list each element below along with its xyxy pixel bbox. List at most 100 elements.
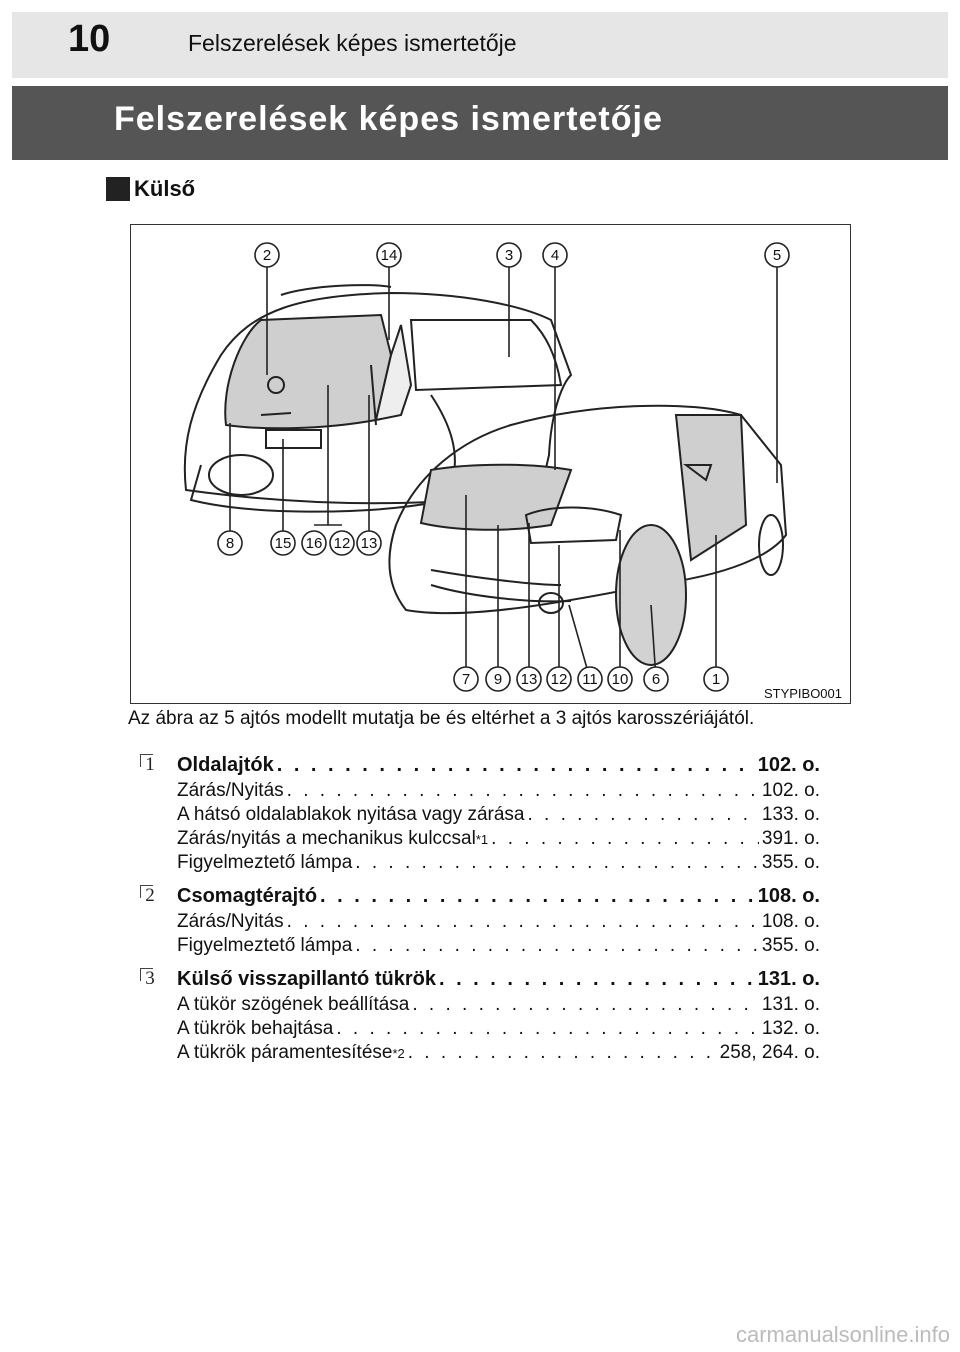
reference-list: 1 Oldalajtók 102. o. Zárás/Nyitás 102. o… <box>140 752 820 1073</box>
figure-caption: Az ábra az 5 ajtós modellt mutatja be és… <box>128 708 755 729</box>
item-label: Figyelmeztető lámpa <box>177 852 353 873</box>
page-reference: 131. o. <box>761 994 820 1015</box>
svg-text:12: 12 <box>551 671 568 688</box>
page-reference: 133. o. <box>761 804 820 825</box>
leader-dots <box>277 752 755 779</box>
svg-text:11: 11 <box>582 671 598 688</box>
callout-16: 16 <box>301 530 327 556</box>
page-reference: 108. o. <box>757 885 820 907</box>
entry-1: 1 Oldalajtók 102. o. Zárás/Nyitás 102. o… <box>140 752 820 875</box>
page-title: Felszerelések képes ismertetője <box>114 100 663 138</box>
item-label: A hátsó oldalablakok nyitása vagy zárása <box>177 804 525 825</box>
callout-8: 8 <box>217 530 243 556</box>
leader-dots <box>355 934 759 958</box>
entry-title-line[interactable]: Külső visszapillantó tükrök 131. o. <box>177 966 820 993</box>
callout-14: 14 <box>376 242 402 268</box>
callout-11: 11 <box>577 666 603 692</box>
title-bar: Felszerelések képes ismertetője <box>12 86 948 160</box>
entry-title: Csomagtérajtó <box>177 885 318 907</box>
item-label: Zárás/Nyitás <box>177 911 284 932</box>
entry-2: 2 Csomagtérajtó 108. o. Zárás/Nyitás 108… <box>140 883 820 958</box>
svg-text:3: 3 <box>505 247 513 264</box>
entry-item[interactable]: A tükrök behajtása 132. o. <box>177 1017 820 1041</box>
leader-dots <box>320 883 755 910</box>
callout-circles: 2 14 3 4 5 8 15 16 12 13 7 9 13 12 11 10… <box>217 242 790 692</box>
callout-12-front: 12 <box>546 666 572 692</box>
leader-dots <box>336 1017 759 1041</box>
item-label: A tükör szögének beállítása <box>177 994 410 1015</box>
entry-item[interactable]: Figyelmeztető lámpa 355. o. <box>177 851 820 875</box>
entry-title: Oldalajtók <box>177 754 274 776</box>
entry-number: 3 <box>140 968 160 990</box>
leader-dots <box>408 1041 717 1065</box>
section-label: Külső <box>134 176 196 201</box>
svg-text:14: 14 <box>381 247 398 264</box>
item-label: Figyelmeztető lámpa <box>177 935 353 956</box>
callout-9: 9 <box>485 666 511 692</box>
leader-dots <box>287 779 759 803</box>
entry-item[interactable]: Zárás/Nyitás 102. o. <box>177 779 820 803</box>
item-label: A tükrök behajtása <box>177 1018 334 1039</box>
page-reference: 108. o. <box>761 911 820 932</box>
leader-lines <box>229 267 778 680</box>
svg-text:8: 8 <box>226 535 234 552</box>
page-reference: 102. o. <box>757 754 820 776</box>
vehicle-illustration: 2 14 3 4 5 8 15 16 12 13 7 9 13 12 11 10… <box>183 242 790 692</box>
entry-item[interactable]: Zárás/Nyitás 108. o. <box>177 910 820 934</box>
svg-text:7: 7 <box>462 671 470 688</box>
leader-dots <box>439 966 755 993</box>
page-number: 10 <box>68 18 111 60</box>
leader-dots <box>412 993 759 1017</box>
page-reference: 131. o. <box>757 968 820 990</box>
page-reference: 258, 264. o. <box>719 1042 820 1063</box>
entry-item[interactable]: A hátsó oldalablakok nyitása vagy zárása… <box>177 803 820 827</box>
callout-5: 5 <box>764 242 790 268</box>
entry-title: Külső visszapillantó tükrök <box>177 968 436 990</box>
leader-dots <box>355 851 759 875</box>
callout-6: 6 <box>643 666 669 692</box>
callout-13-rear: 13 <box>356 530 382 556</box>
entry-number: 2 <box>140 885 160 907</box>
svg-text:4: 4 <box>551 247 559 264</box>
callout-1: 1 <box>703 666 729 692</box>
callout-13-front: 13 <box>516 666 542 692</box>
entry-3: 3 Külső visszapillantó tükrök 131. o. A … <box>140 966 820 1065</box>
svg-text:15: 15 <box>275 535 292 552</box>
callout-15: 15 <box>270 530 296 556</box>
svg-text:13: 13 <box>361 535 378 552</box>
leader-dots <box>491 827 759 851</box>
leader-dots <box>528 803 759 827</box>
entry-item[interactable]: A tükör szögének beállítása 131. o. <box>177 993 820 1017</box>
page-reference: 355. o. <box>761 935 820 956</box>
svg-text:16: 16 <box>306 535 323 552</box>
entry-title-line[interactable]: Oldalajtók 102. o. <box>177 752 820 779</box>
front-car-drawing <box>388 404 788 666</box>
page-reference: 355. o. <box>761 852 820 873</box>
entry-item[interactable]: Figyelmeztető lámpa 355. o. <box>177 934 820 958</box>
running-head: Felszerelések képes ismertetője <box>188 30 517 56</box>
svg-text:6: 6 <box>652 671 660 688</box>
page-reference: 132. o. <box>761 1018 820 1039</box>
leader-dots <box>287 910 759 934</box>
vehicle-exterior-figure: 2 14 3 4 5 8 15 16 12 13 7 9 13 12 11 10… <box>130 224 851 704</box>
section-heading: Külső <box>106 176 195 202</box>
figure-code: STYPIBO001 <box>763 686 842 701</box>
entry-item[interactable]: A tükrök páramentesítése*2 258, 264. o. <box>177 1041 820 1065</box>
item-label: Zárás/Nyitás <box>177 780 284 801</box>
svg-text:12: 12 <box>334 535 351 552</box>
item-label: A tükrök páramentesítése <box>177 1042 393 1063</box>
page-reference: 102. o. <box>761 780 820 801</box>
page-reference: 391. o. <box>761 828 820 849</box>
callout-10: 10 <box>607 666 633 692</box>
callout-4: 4 <box>542 242 568 268</box>
svg-text:5: 5 <box>773 247 781 264</box>
entry-number: 1 <box>140 754 160 776</box>
entry-title-line[interactable]: Csomagtérajtó 108. o. <box>177 883 820 910</box>
running-header-bar: 10 Felszerelések képes ismertetője <box>12 12 948 78</box>
svg-text:10: 10 <box>612 671 629 688</box>
svg-text:13: 13 <box>521 671 538 688</box>
entry-item[interactable]: Zárás/nyitás a mechanikus kulccsal*1 391… <box>177 827 820 851</box>
callout-7: 7 <box>453 666 479 692</box>
svg-text:9: 9 <box>494 671 502 688</box>
callout-12-rear: 12 <box>329 530 355 556</box>
